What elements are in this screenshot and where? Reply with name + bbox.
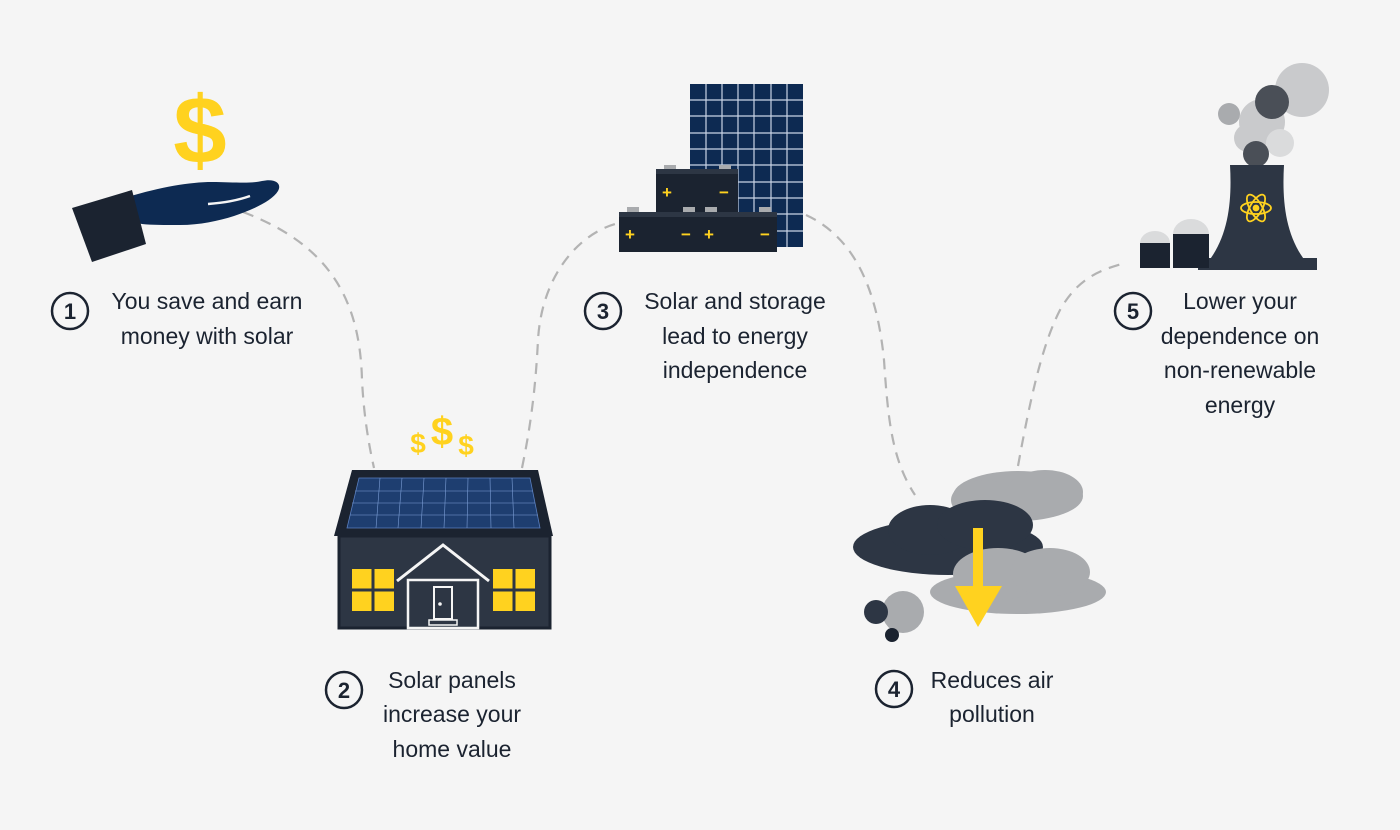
benefit-5-label-line-2: dependence on xyxy=(1161,323,1320,349)
battery-plus-sign: + xyxy=(625,225,635,244)
plant-base xyxy=(1198,258,1317,270)
dollar-sign-small-right: $ xyxy=(458,430,474,461)
smoke-puff-dark xyxy=(864,600,888,624)
benefit-3-label-line-1: Solar and storage xyxy=(644,288,826,314)
benefit-5-label-line-4: energy xyxy=(1205,392,1276,418)
benefit-5-label-line-3: non-renewable xyxy=(1164,357,1316,383)
battery-minus-sign: − xyxy=(719,183,729,202)
down-arrow-shaft xyxy=(973,528,983,590)
house-porch-gable xyxy=(396,543,490,583)
number-5: 5 xyxy=(1127,299,1139,324)
number-1: 1 xyxy=(64,299,76,324)
benefit-1-label-line-1: You save and earn xyxy=(112,288,303,314)
number-circle-3 xyxy=(583,291,623,331)
atom-symbol xyxy=(1240,193,1272,223)
benefit-1-label-line-2: money with solar xyxy=(121,323,294,349)
dollar-sign: $ xyxy=(173,77,226,184)
connector-4-5 xyxy=(1016,261,1126,467)
benefit-5-label-line-1: Lower your xyxy=(1183,288,1297,314)
solar-panel-and-batteries-icon: + − + − + − xyxy=(619,84,803,252)
hand-palm xyxy=(128,180,280,225)
number-circle-1 xyxy=(50,291,90,331)
battery-minus-sign: − xyxy=(760,225,770,244)
hand-finger-crease xyxy=(207,194,251,206)
benefit-3: 3 Solar and storage lead to energy indep… xyxy=(583,288,826,383)
smoke-cloud xyxy=(1218,63,1329,167)
down-arrow-head xyxy=(955,586,1002,627)
benefit-5: 5 Lower your dependence on non-renewable… xyxy=(1113,288,1320,418)
benefit-4: 4 Reduces air pollution xyxy=(874,667,1054,727)
hand-sleeve-cuff xyxy=(72,190,146,262)
benefit-3-label-line-2: lead to energy xyxy=(662,323,808,349)
pollution-clouds-down-arrow-icon xyxy=(853,470,1106,642)
smoke-puff-small xyxy=(885,628,899,642)
benefit-2: 2 Solar panels increase your home value xyxy=(324,667,521,762)
battery-plus-sign: + xyxy=(662,183,672,202)
door-knob xyxy=(438,602,442,606)
number-3: 3 xyxy=(597,299,609,324)
connector-2-3 xyxy=(520,220,625,469)
connector-1-2 xyxy=(242,210,376,469)
dollar-sign-large: $ xyxy=(431,410,453,454)
battery-top xyxy=(656,165,738,214)
nuclear-plant-icon xyxy=(1140,63,1329,270)
number-circle-2 xyxy=(324,670,364,710)
battery-plus-sign: + xyxy=(704,225,714,244)
benefit-4-label-line-2: pollution xyxy=(949,701,1035,727)
battery-left xyxy=(619,207,701,252)
battery-right xyxy=(697,207,777,252)
window-right xyxy=(493,569,535,611)
containment-dome-small xyxy=(1140,231,1170,268)
battery-minus-sign: − xyxy=(681,225,691,244)
number-4: 4 xyxy=(888,677,901,702)
containment-dome-large xyxy=(1173,219,1209,268)
dollar-sign-small-left: $ xyxy=(410,428,426,459)
benefit-3-label-line-3: independence xyxy=(663,357,808,383)
roof-panel-grid xyxy=(350,477,538,529)
house-door xyxy=(433,586,453,620)
hand-with-dollar-icon: $ xyxy=(72,77,280,262)
number-2: 2 xyxy=(338,678,350,703)
number-circle-5 xyxy=(1113,291,1153,331)
number-circle-4 xyxy=(874,669,914,709)
benefit-2-label-line-3: home value xyxy=(393,736,512,762)
house-with-solar-panels-icon: $ $ $ xyxy=(334,410,553,630)
window-left xyxy=(352,569,394,611)
benefit-1: 1 You save and earn money with solar xyxy=(50,288,303,349)
smoke-puff-grey xyxy=(882,591,924,633)
benefit-2-label-line-2: increase your xyxy=(383,701,521,727)
benefit-4-label-line-1: Reduces air xyxy=(931,667,1054,693)
connector-3-4 xyxy=(805,214,916,496)
porch-step xyxy=(428,619,458,626)
benefit-2-label-line-1: Solar panels xyxy=(388,667,516,693)
